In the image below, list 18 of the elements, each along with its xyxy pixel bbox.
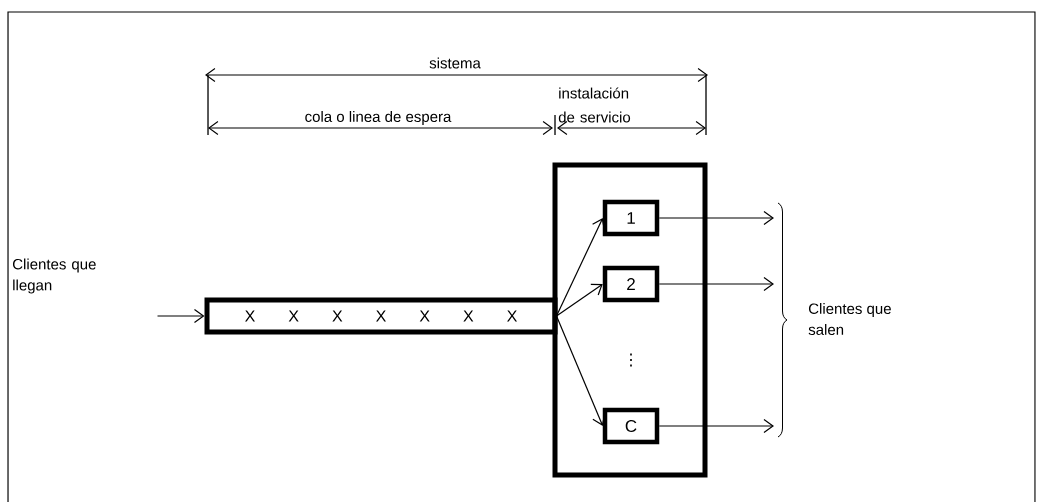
queue-box: X X X X X X X [204, 297, 558, 335]
dimension-label: instalación de servicio [558, 87, 631, 123]
service-facility-box [552, 162, 708, 478]
arrow [555, 283, 603, 317]
caption-text: Clientes que llegan [13, 258, 96, 294]
dimension-label: cola o linea de espera [305, 111, 452, 125]
arrow [658, 276, 774, 292]
brace-caption: Clientes que salen [777, 202, 891, 438]
ellipsis-mark: ⋮ [630, 353, 632, 367]
server-box: C [602, 407, 660, 445]
server-box: 2 [602, 265, 660, 303]
arrow [658, 418, 774, 434]
arrow [658, 210, 774, 226]
arrow [555, 315, 606, 426]
arrow [555, 218, 605, 317]
arrow [156, 308, 205, 324]
server-box: 1 [602, 199, 660, 237]
dimension-label: sistema [429, 57, 481, 69]
